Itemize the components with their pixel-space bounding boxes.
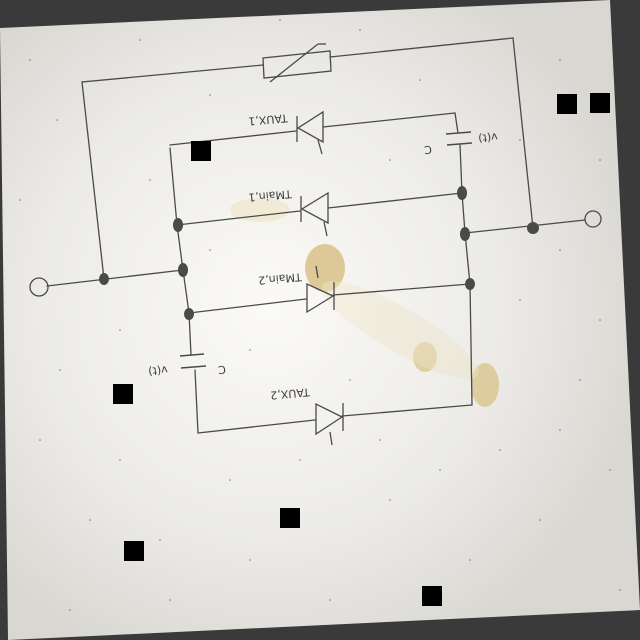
terminal-left — [29, 277, 49, 297]
occlusion-square — [422, 586, 442, 606]
stain-marks — [230, 198, 499, 407]
label-t-main2-text: TMain,2 — [258, 270, 303, 287]
label-t-aux2-text: TAUX,2 — [270, 385, 311, 401]
label-t-main2: TMain,2 — [258, 270, 303, 287]
label-c-bottom-voltage: v(t) — [148, 363, 168, 378]
label-t-main1-text: TMain,1 — [248, 187, 293, 204]
label-t-aux1-text: TAUX,1 — [248, 111, 289, 127]
label-c-top: C — [423, 143, 432, 157]
label-c-bottom: C — [217, 363, 226, 377]
capacitor-top — [445, 131, 473, 146]
thyristor-t-aux2 — [315, 402, 344, 446]
speckle-noise — [19, 19, 621, 611]
thyristor-t-main2 — [306, 265, 335, 314]
label-c-top-voltage: v(t) — [478, 130, 498, 145]
occlusion-square — [280, 508, 300, 528]
occlusion-square — [124, 541, 144, 561]
label-t-aux1: TAUX,1 — [248, 111, 289, 127]
capacitor-bottom — [179, 353, 207, 369]
junction-nodes — [99, 186, 539, 320]
occlusion-square — [557, 94, 577, 114]
label-c-bottom-voltage-text: v(t) — [148, 363, 168, 378]
thyristor-t-main1 — [300, 191, 329, 237]
occlusion-square — [113, 384, 133, 404]
circuit-wires — [46, 37, 586, 434]
label-t-aux2: TAUX,2 — [270, 385, 311, 401]
label-c-top-text: C — [423, 143, 432, 157]
label-c-bottom-text: C — [217, 363, 226, 377]
label-t-main1: TMain,1 — [248, 187, 293, 204]
occlusion-square — [191, 141, 211, 161]
varistor-symbol — [262, 43, 332, 83]
occlusion-square — [590, 93, 610, 113]
terminal-right — [584, 210, 602, 228]
thyristor-t-aux1 — [296, 110, 324, 155]
label-c-top-voltage-text: v(t) — [478, 130, 498, 145]
